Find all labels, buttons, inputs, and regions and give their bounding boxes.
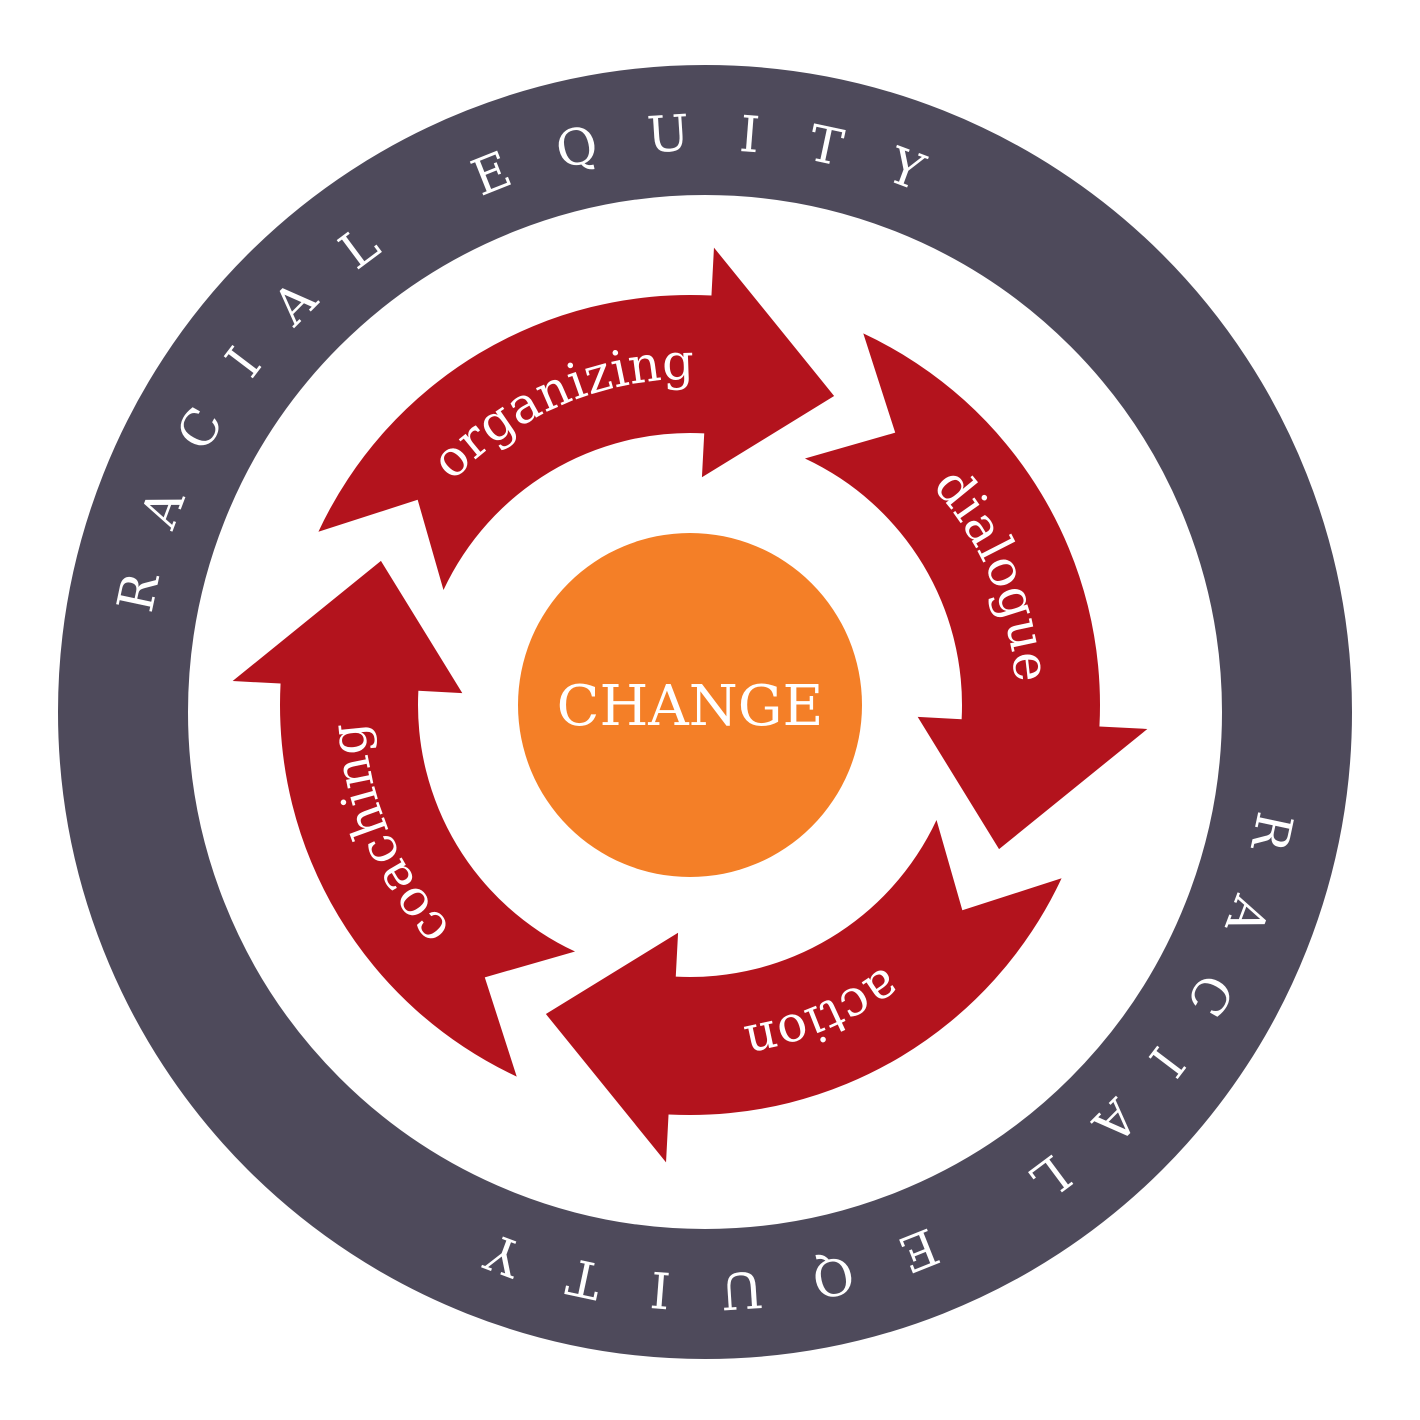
- arrow-coaching: [232, 560, 576, 1077]
- change-circle: [518, 533, 862, 877]
- arrow-dialogue: [804, 333, 1148, 850]
- racial-equity-ring: [58, 65, 1352, 1359]
- arrow-action: [545, 819, 1062, 1163]
- arrow-organizing: [318, 247, 835, 591]
- change-label: CHANGE: [557, 674, 824, 739]
